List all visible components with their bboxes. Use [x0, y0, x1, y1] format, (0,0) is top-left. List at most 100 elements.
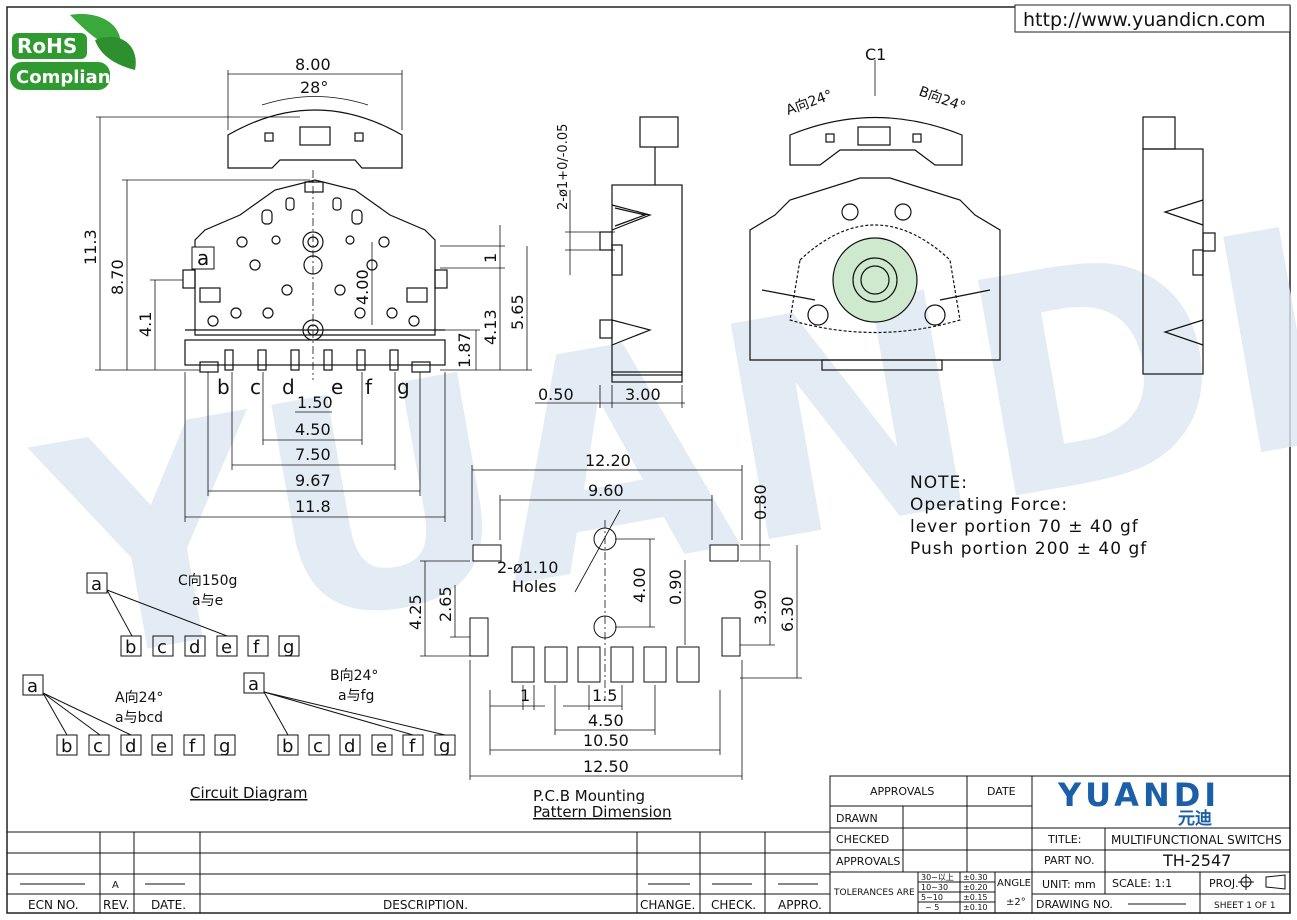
front-dim-lines	[95, 70, 532, 522]
dim-11-8: 11.8	[295, 497, 331, 516]
tol-val-3: ±0.15	[963, 893, 988, 902]
b-pin-e: e	[376, 736, 387, 757]
title-block-labels: APPROVALS DATE DRAWN CHECKED APPROVALS T…	[833, 776, 1282, 912]
dim-7-50: 7.50	[295, 445, 331, 464]
tol-val-2: ±0.20	[963, 883, 988, 892]
dim-3-00: 3.00	[625, 385, 661, 404]
tb-date: DATE	[987, 785, 1016, 798]
note-line-1: Operating Force:	[910, 495, 1068, 515]
front-dim-labels: 8.00 28° 11.3 8.70 4.1 4.00 1 5.65 4.13 …	[81, 55, 527, 516]
url-box: http://www.yuandicn.com	[1014, 4, 1291, 33]
rear-view	[749, 60, 1001, 371]
dim-pin-dia: 2-ø1+0/-0.05	[556, 124, 571, 210]
dim-0-50: 0.50	[538, 385, 574, 404]
tb-approvals: APPROVALS	[870, 785, 934, 798]
compliant-label: Compliant	[16, 67, 120, 88]
dim-1-pcb: 1	[520, 686, 530, 705]
dim-1-87: 1.87	[455, 332, 474, 368]
a-pin-b: b	[61, 736, 72, 757]
dim-4-00-pcb: 4.00	[630, 567, 649, 603]
pcb-dim-labels: 12.20 9.60 0.80 4.25 2.65 4.00 0.90 3.90…	[406, 451, 797, 821]
hdr-check: CHECK.	[711, 898, 756, 912]
hdr-ecn: ECN NO.	[28, 898, 79, 912]
c-pin-c: c	[157, 637, 167, 658]
hdr-appro: APPRO.	[778, 898, 822, 912]
hdr-rev: REV.	[103, 898, 129, 912]
tb-part-value: TH-2547	[1162, 851, 1231, 870]
a-group-sub: a与bcd	[115, 710, 163, 726]
c-pin-f: f	[253, 637, 260, 658]
dim-4-1: 4.1	[136, 312, 155, 337]
terminal-d: d	[282, 375, 295, 399]
dim-12-50: 12.50	[583, 757, 629, 776]
revision-labels: A ECN NO. REV. DATE. DESCRIPTION. CHANGE…	[28, 880, 822, 912]
circuit-c-group: C向150g a与e a b c d e f g	[86, 572, 300, 658]
circuit-diagram: C向150g a与e a b c d e f g A向24° a与bcd	[22, 572, 456, 802]
pcb-pattern	[420, 465, 802, 780]
dim-8-00: 8.00	[295, 55, 331, 74]
label-a-24: A向24°	[784, 87, 835, 119]
c-pin-d: d	[189, 637, 200, 658]
dim-4-00: 4.00	[353, 269, 372, 305]
dim-10-50: 10.50	[583, 731, 629, 750]
rohs-badge: RoHS Compliant	[10, 14, 136, 90]
pcb-caption-1: P.C.B Mounting	[533, 787, 645, 805]
dim-4-25: 4.25	[406, 594, 425, 630]
dim-9-60: 9.60	[588, 481, 624, 500]
rev-value: A	[112, 880, 119, 891]
note-line-3: Push portion 200 ± 40 gf	[910, 539, 1147, 559]
dim-12-20: 12.20	[585, 451, 631, 470]
tb-title-value: MULTIFUNCTIONAL SWITCHS	[1111, 833, 1282, 847]
tb-part-label: PART NO.	[1044, 854, 1094, 867]
label-b-24: B向24°	[917, 84, 968, 116]
tb-unit: UNIT: mm	[1042, 878, 1096, 891]
title-block	[829, 775, 1291, 914]
holes-label-2: Holes	[512, 577, 556, 596]
a-common: a	[27, 676, 38, 697]
dim-1-5: 1.5	[592, 686, 617, 705]
note-line-2: lever portion 70 ± 40 gf	[910, 517, 1139, 537]
url-text: http://www.yuandicn.com	[1023, 9, 1266, 31]
tol-range-2: 10~30	[921, 883, 948, 892]
tol-range-4: ~ 5	[925, 903, 939, 912]
b-group-title: B向24°	[330, 668, 378, 684]
a-pin-c: c	[93, 736, 103, 757]
dim-6-30: 6.30	[778, 596, 797, 632]
tb-brand-cn: 元迪	[1178, 808, 1212, 829]
side-dim-labels: 2-ø1+0/-0.05 0.50 3.00	[538, 124, 661, 404]
hdr-date: DATE.	[151, 898, 186, 912]
terminal-f: f	[365, 375, 373, 399]
revision-block	[7, 831, 830, 913]
holes-label-1: 2-ø1.10	[497, 558, 558, 577]
right-side-view	[1142, 116, 1216, 375]
label-c1: C1	[865, 45, 886, 64]
circuit-b-group: B向24° a与fg a b c d e f g	[243, 668, 456, 757]
b-pin-d: d	[344, 736, 355, 757]
b-pin-c: c	[313, 736, 323, 757]
tb-drawn: DRAWN	[836, 812, 878, 825]
tol-range-3: 5~10	[921, 893, 943, 902]
a-group-title: A向24°	[115, 690, 163, 706]
tb-angle-value: ±2°	[1006, 897, 1026, 908]
note-block: NOTE: Operating Force: lever portion 70 …	[910, 473, 1147, 559]
dim-0-80: 0.80	[751, 484, 770, 520]
tb-approvals2: APPROVALS	[836, 855, 900, 868]
tol-range-1: 30~以上	[921, 873, 954, 882]
rear-labels: C1 A向24° B向24°	[784, 45, 968, 119]
tb-title-label: TITLE:	[1047, 833, 1081, 846]
dim-4-50-pcb: 4.50	[588, 711, 624, 730]
tb-proj: PROJ.	[1209, 877, 1239, 890]
tb-drawing-no: DRAWING NO.	[1036, 898, 1113, 911]
a-pin-g: g	[219, 736, 230, 757]
dim-9-67: 9.67	[295, 471, 331, 490]
tb-checked: CHECKED	[836, 833, 889, 846]
terminal-b: b	[217, 375, 230, 399]
b-common: a	[248, 674, 259, 695]
note-title: NOTE:	[910, 473, 968, 493]
dim-2-65: 2.65	[436, 586, 455, 622]
dim-4-50: 4.50	[295, 420, 331, 439]
dim-4-13: 4.13	[481, 309, 500, 345]
c-pin-e: e	[221, 637, 232, 658]
a-pin-d: d	[125, 736, 136, 757]
